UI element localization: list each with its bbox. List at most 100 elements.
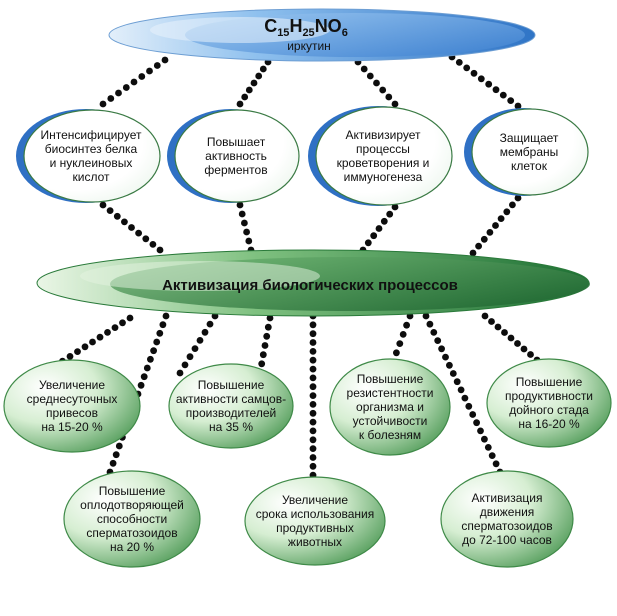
connector-dot [446,361,453,369]
connector-dot [121,218,128,226]
connector-dot [259,65,267,73]
connector-dot [138,73,146,80]
connector-dot [507,97,515,104]
effect-node-text-line: и нуклеиновых [50,156,133,170]
connector-dot [66,353,74,360]
connector-dot [480,235,488,243]
connector-dot [238,210,246,218]
connector-dot [264,323,272,331]
connector-dot [492,86,500,94]
connector-dot [241,219,248,227]
connector-dot [509,201,516,209]
connector-dot [396,340,404,347]
connector-dot [135,229,143,237]
outcome-node-text-line: дойного стада [509,403,589,417]
connector-dot [143,364,151,372]
connector-dot [89,338,96,346]
connector-dot [113,212,121,220]
connector-dot [309,454,317,461]
connector-dot [153,62,161,69]
connector-dot [186,353,194,361]
connector-dot [465,402,473,410]
compound-name: иркутин [287,39,331,53]
connector-dot [122,84,130,91]
outcome-node-text-line: Повышение [357,372,424,386]
outcome-node-text-line: животных [288,535,342,549]
outcome-node-text-line: сперматозоидов [86,526,177,540]
connector-dot [309,409,317,417]
connector-dot [379,86,387,94]
connector-dot [147,355,154,363]
connector-dot [477,427,484,435]
outcome-node-text-line: активности самцов- [176,392,286,406]
connector-dot [488,318,495,325]
connector-dot [403,321,410,329]
effect-node-text-line: Повышает [207,135,266,149]
connector-dot [159,321,167,329]
connector-dot [514,340,521,347]
connector-dot [438,345,445,353]
connector-dot [488,452,496,459]
connector-dot [255,72,263,80]
outcome-node-text-line: срока использования [256,507,375,521]
connector-dot [309,427,317,435]
connector-dot [201,328,209,336]
connector-dot [520,345,528,353]
connector-dot [453,378,461,386]
connector-dot [364,239,372,247]
connector-dot [81,343,89,351]
effect-node-text-line: Активизирует [345,128,421,142]
connector-dot [99,100,107,108]
connector-dot [366,72,374,80]
connector-dot [473,419,480,427]
connector-dot [119,319,126,327]
outcome-node-text-line: Увеличение [39,378,105,392]
center-label: Активизация биологических процессов [162,277,458,294]
connector-dot [469,411,477,418]
connector-dot [241,93,249,101]
connector-dot [309,436,317,444]
connector-dot [449,370,457,377]
connector-dot [206,320,214,328]
connector-dot [149,241,157,248]
connector-dot [442,353,449,361]
connector-dot [106,207,114,215]
compound-formula: C15H25NO6 [264,16,348,39]
connector-dot [501,329,508,336]
connector-dot [309,462,317,470]
connector-dot [245,237,253,245]
connector-dot [385,93,393,101]
effect-node-text-line: Интенсифицирует [41,128,142,142]
connector-dot [266,314,274,322]
outcome-node-text-line: на 15-20 % [41,420,103,434]
connector-dot [481,435,488,443]
effect-node-text-line: мембраны [500,145,559,159]
connector-dot [309,339,317,346]
connector-dot [309,374,317,382]
connector-dot [111,324,119,331]
connector-dot [514,194,522,202]
connector-dot [380,217,388,225]
effect-node-text-line: Защищает [500,131,559,145]
outcome-node-text-line: резистентности [347,386,434,400]
connector-dot [236,100,244,108]
outcome-node-text-line: сперматозоидов [461,519,552,533]
connector-dot [261,342,269,349]
connector-dot [391,203,399,211]
connector-dot [370,232,378,240]
connector-dot [492,460,500,468]
connector-dot [470,69,478,77]
outcome-node-text-line: Увеличение [282,493,348,507]
outcome-node-text-line: организма и [356,400,424,414]
connector-dot [196,337,204,344]
connector-dot [191,345,199,352]
connector-dot [484,444,492,451]
connector-dot [481,312,489,320]
connector-dot [463,64,471,72]
connector-dot [430,329,438,336]
outcome-node-5: Повышениеоплодотворяющейспособностисперм… [63,470,201,568]
